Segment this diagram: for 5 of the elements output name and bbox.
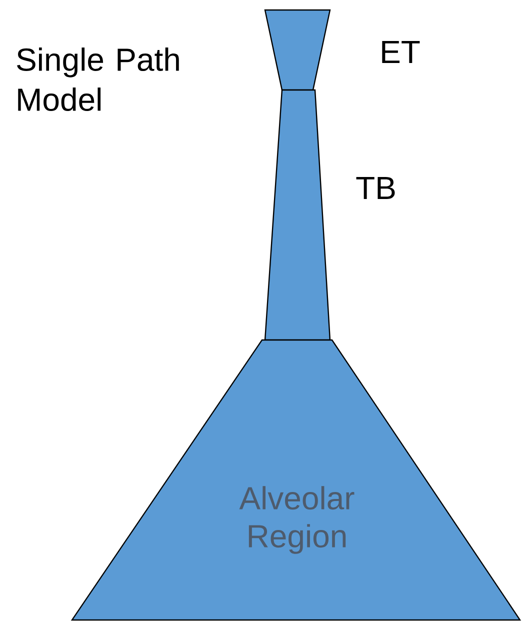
model-title: Single Path Model	[17, 48, 179, 112]
node-label: TB	[356, 176, 395, 199]
airway-segment: ET	[264, 9, 420, 91]
node-label: ET	[382, 40, 420, 63]
airway-segment: TB	[264, 89, 395, 341]
